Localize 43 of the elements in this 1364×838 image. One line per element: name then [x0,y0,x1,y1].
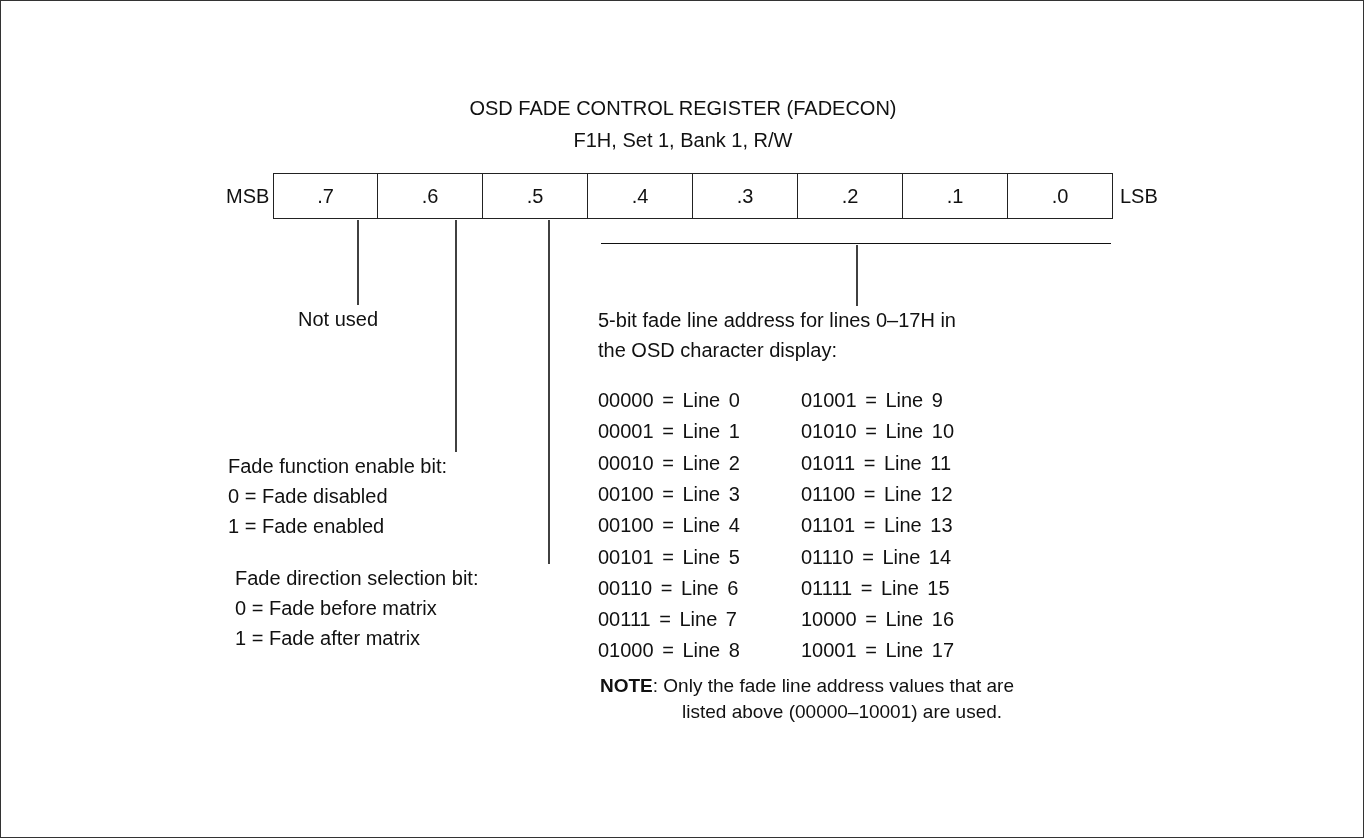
table-entry: 01001 = Line 9 [801,388,943,413]
table-entry: 10000 = Line 16 [801,607,955,633]
bit-cell: .0 [1007,173,1113,219]
table-entry: 00100 = Line 3 [598,481,740,507]
subtitle: F1H, Set 1, Bank 1, R/W [572,128,794,153]
note-text: NOTE: Only the fade line address values that are listed above (00000–10001) are used. [600,674,1015,724]
table-entry: 00010 = Line 2 [598,450,740,476]
bit-cell: .4 [587,173,693,219]
leader-line [357,219,359,306]
table-entry: 10001 = Line 17 [801,638,955,664]
table-entry: 00111 = Line 7 [598,607,737,633]
table-entry: 00000 = Line 0 [598,388,740,413]
msb-label: MSB [226,184,270,209]
leader-line [455,219,457,453]
table-entry: 01101 = Line 13 [801,513,953,539]
bit-cell: .6 [377,173,483,219]
table-entry: 00110 = Line 6 [598,575,739,601]
table-entry: 00001 = Line 1 [598,419,740,445]
table-entry: 01000 = Line 8 [598,638,740,664]
value-text: 1 = Fade enabled [228,514,385,539]
title: OSD FADE CONTROL REGISTER (FADECON) [468,96,898,121]
description-text: 5-bit fade line address for lines 0–17H in the OSD character display: [598,308,957,363]
description-text: Not used [298,307,379,332]
lsb-label: LSB [1120,184,1158,209]
table-entry: 01011 = Line 11 [801,450,952,476]
table-entry: 01010 = Line 10 [801,419,955,445]
table-entry: 01111 = Line 15 [801,575,950,601]
bit-cell: .3 [692,173,798,219]
value-text: 1 = Fade after matrix [235,626,421,651]
value-text: 0 = Fade disabled [228,484,388,509]
table-entry: 00100 = Line 4 [598,513,740,539]
leader-line [548,219,550,565]
table-entry: 01110 = Line 14 [801,544,952,570]
bit-cell: .2 [797,173,903,219]
leader-line [856,244,858,307]
bit-cell: .1 [902,173,1008,219]
bit-cell: .5 [482,173,588,219]
table-entry: 01100 = Line 12 [801,481,953,507]
value-text: 0 = Fade before matrix [235,596,437,621]
description-text: Fade function enable bit: [228,454,448,479]
description-text: Fade direction selection bit: [235,566,479,591]
bit-cell: .7 [273,173,378,219]
table-entry: 00101 = Line 5 [598,544,740,570]
